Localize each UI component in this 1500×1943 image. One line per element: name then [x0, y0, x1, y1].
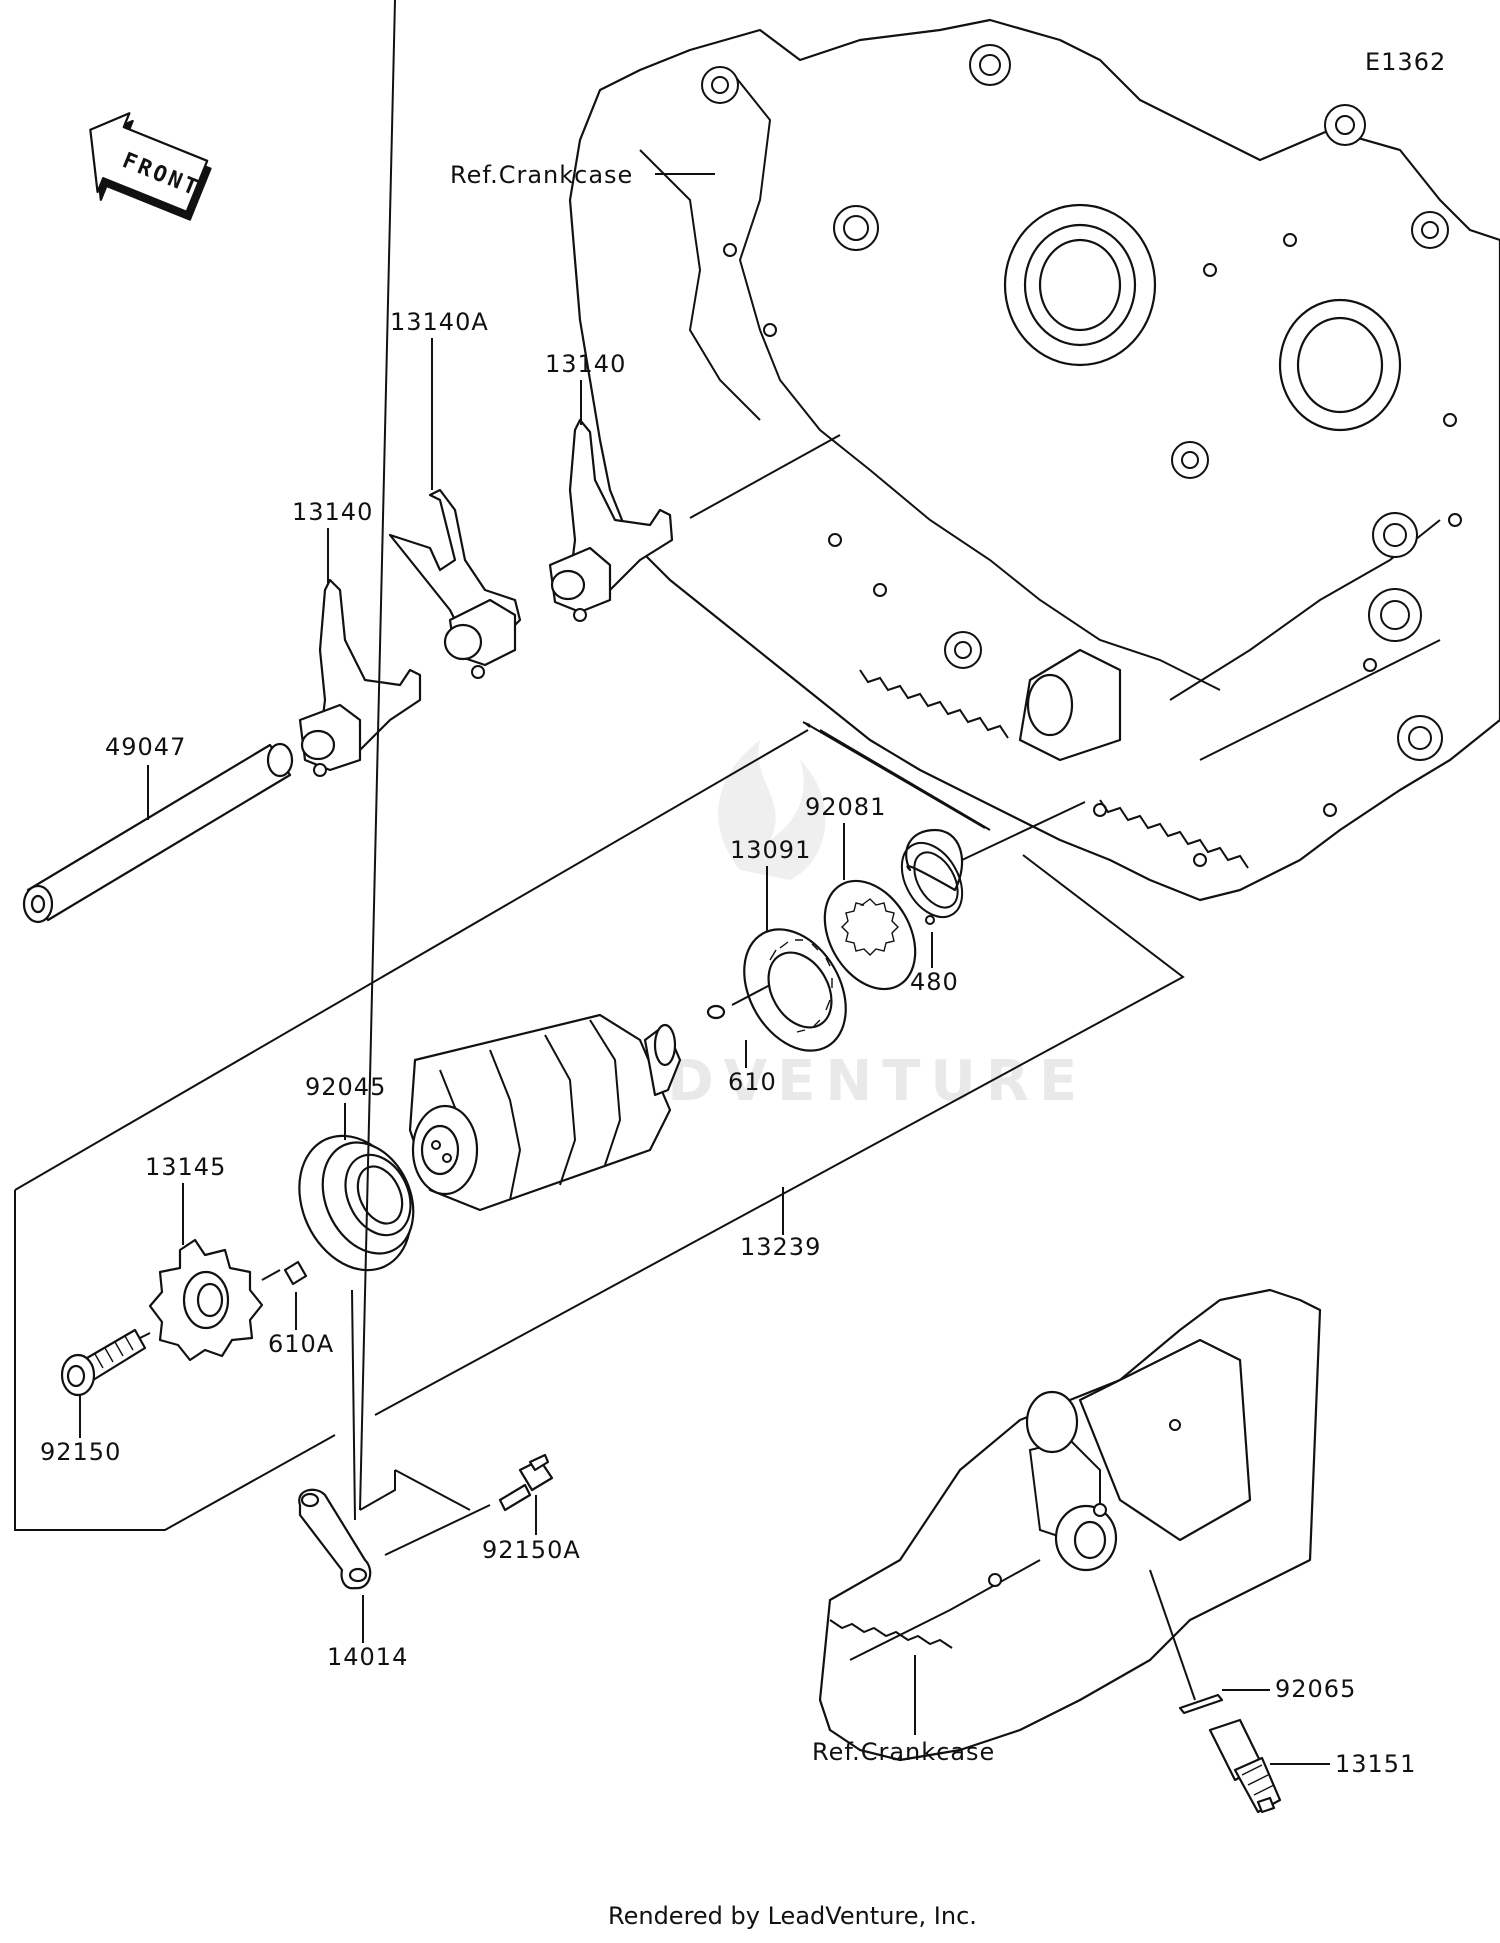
bolt-92150 — [60, 1328, 147, 1397]
shift-drum-cam-13145 — [148, 1238, 264, 1362]
shift-drum-13239 — [408, 1013, 682, 1212]
pin-610a — [283, 1260, 308, 1286]
diagram-code: E1362 — [1365, 48, 1446, 76]
label-13239: 13239 — [740, 1233, 821, 1261]
label-92065: 92065 — [1275, 1675, 1356, 1703]
label-92081: 92081 — [805, 793, 886, 821]
label-49047: 49047 — [105, 733, 186, 761]
front-arrow-icon: FRONT — [89, 112, 212, 221]
ref-crankcase-top-label: Ref.Crankcase — [450, 161, 633, 189]
washer-92081 — [823, 879, 917, 991]
neutral-switch-13151 — [1208, 1718, 1282, 1814]
label-610a: 610A — [268, 1330, 334, 1358]
bolt-92150a — [498, 1453, 554, 1512]
label-480: 480 — [910, 968, 959, 996]
label-13140a: 13140A — [390, 308, 489, 336]
bearing-92045 — [298, 1134, 415, 1272]
label-92150: 92150 — [40, 1438, 121, 1466]
label-13145: 13145 — [145, 1153, 226, 1181]
shift-fork-13140-left — [298, 578, 422, 777]
label-92150a: 92150A — [482, 1536, 581, 1564]
stopper-14014 — [298, 1488, 372, 1590]
label-610: 610 — [728, 1068, 777, 1096]
ref-crankcase-bottom-label: Ref.Crankcase — [812, 1738, 995, 1766]
assembly-frame — [14, 721, 1185, 1531]
footer-credit: Rendered by LeadVenture, Inc. — [608, 1902, 977, 1930]
crankcase-bottom — [818, 1288, 1322, 1762]
shift-fork-13140a — [388, 488, 522, 679]
circlip-480 — [900, 828, 964, 925]
label-92045: 92045 — [305, 1073, 386, 1101]
label-13140-right: 13140 — [545, 350, 626, 378]
label-13091: 13091 — [730, 836, 811, 864]
washer-13091 — [743, 928, 847, 1052]
crankcase-top — [568, 18, 1500, 902]
shift-fork-13140-right — [548, 418, 674, 622]
washer-92065 — [1178, 1693, 1224, 1715]
label-13140-left: 13140 — [292, 498, 373, 526]
label-14014: 14014 — [327, 1643, 408, 1671]
pin-610 — [706, 1004, 726, 1020]
label-13151: 13151 — [1335, 1750, 1416, 1778]
shift-rod-49047 — [22, 742, 294, 924]
